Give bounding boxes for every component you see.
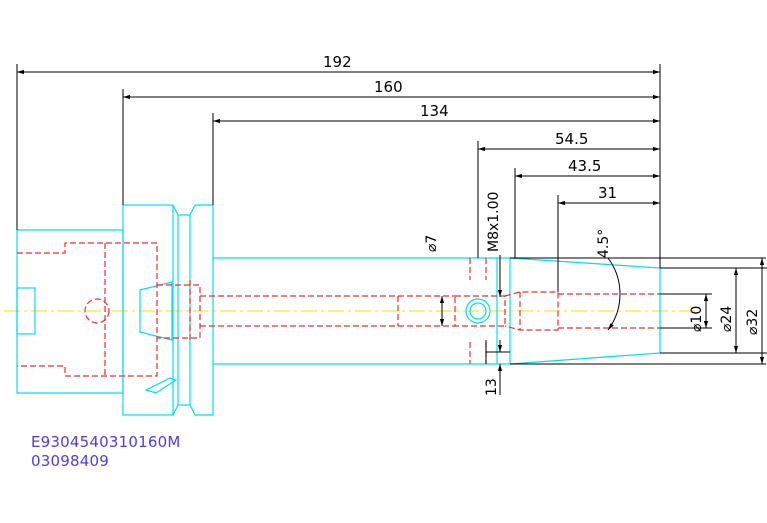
dimension-lines <box>16 64 767 395</box>
hidden-lines <box>17 242 660 377</box>
dim-dia-10: ⌀10 <box>689 306 705 332</box>
dim-length-43-5: 43.5 <box>568 157 601 175</box>
dim-thread: M8x1.00 <box>486 192 502 252</box>
dim-length-31: 31 <box>598 184 617 202</box>
dim-length-134: 134 <box>420 102 449 120</box>
dim-dia-24: ⌀24 <box>719 306 735 332</box>
order-number: 03098409 <box>31 452 109 470</box>
part-number: E9304540310160M <box>31 433 181 451</box>
dim-length-160: 160 <box>374 78 403 96</box>
dim-length-54-5: 54.5 <box>555 130 588 148</box>
dim-dia-32: ⌀32 <box>745 309 761 335</box>
holder-outline <box>16 204 661 416</box>
dim-length-192: 192 <box>323 53 352 71</box>
dim-dia-7: ⌀7 <box>424 235 440 252</box>
dim-angle: 4.5° <box>596 229 612 258</box>
dim-length-13: 13 <box>484 378 500 396</box>
